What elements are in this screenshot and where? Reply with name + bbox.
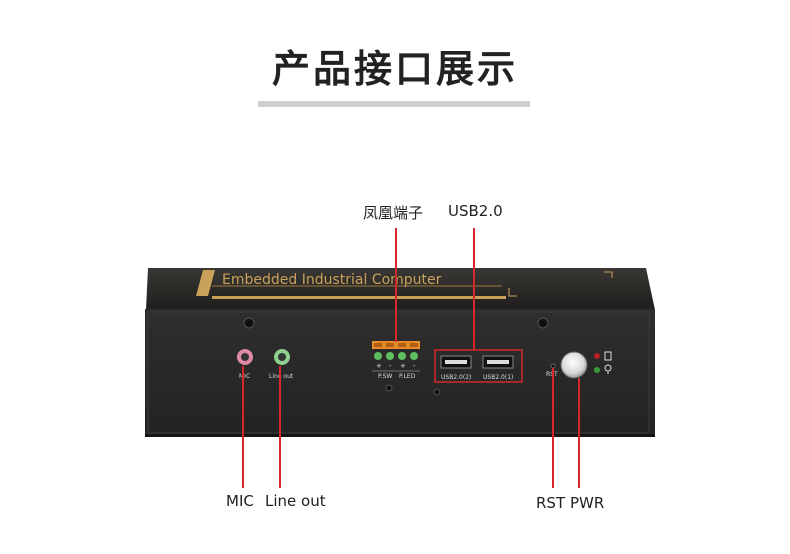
callout-line-usb: [473, 228, 475, 350]
line-out-port-label: Line out: [269, 373, 294, 380]
minus-label: -: [389, 362, 392, 370]
storage-icon: [604, 351, 612, 361]
callout-line-out: Line out: [265, 492, 326, 510]
callout-line-phoenix: [395, 228, 397, 342]
mic-jack: MIC: [237, 349, 253, 380]
callout-line-line-out: [279, 366, 281, 488]
screw-icon: [243, 317, 549, 396]
plus-label: +: [400, 362, 406, 370]
power-button: [560, 351, 588, 379]
usb2-port-label: USB2.0(2): [441, 374, 471, 381]
bulb-icon: [604, 364, 612, 374]
line-out-jack: Line out: [269, 349, 294, 380]
callout-line-mic: [242, 366, 244, 488]
brand-text: Embedded Industrial Computer: [222, 272, 442, 288]
usb-port-group: USB2.0(2) USB2.0(1): [434, 349, 523, 383]
callout-rst: RST: [536, 494, 566, 512]
callout-mic: MIC: [226, 492, 254, 510]
page-title: 产品接口展示: [271, 47, 518, 91]
callout-line-rst: [552, 368, 554, 488]
plus-label: +: [376, 362, 382, 370]
callout-line-pwr: [578, 378, 580, 488]
minus-label: -: [413, 362, 416, 370]
mic-port-label: MIC: [239, 373, 250, 380]
phoenix-terminal: + - + - P.SW P.LED: [372, 341, 420, 380]
callout-phoenix: 凤凰端子: [363, 204, 424, 222]
title-underline: [258, 101, 530, 107]
p-sw-label: P.SW: [378, 373, 392, 380]
chassis-top: Embedded Industrial Computer: [146, 268, 655, 310]
rst-port-label: RST: [546, 371, 558, 378]
callout-usb: USB2.0: [448, 202, 503, 220]
usb1-port-label: USB2.0(1): [483, 374, 513, 381]
callout-pwr: PWR: [570, 494, 605, 512]
status-led: [594, 353, 600, 373]
p-led-label: P.LED: [399, 373, 416, 380]
